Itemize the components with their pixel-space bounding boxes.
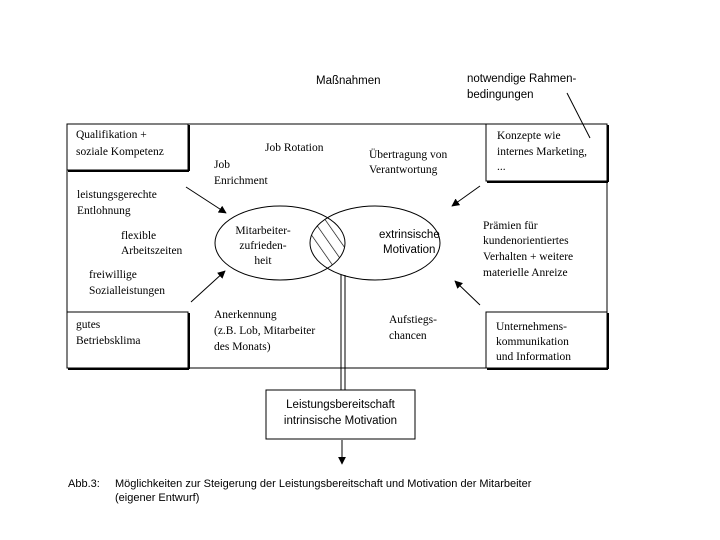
kommunikation-line3: und Information: [496, 351, 572, 363]
anerkennung-line3: des Monats): [214, 341, 271, 353]
qualifikation-line1: Qualifikation +: [76, 129, 147, 141]
zufriedenheit-line3: heit: [254, 255, 272, 267]
job-enrichment-line2: Enrichment: [214, 175, 268, 187]
arrow-bottom-right: [454, 280, 481, 306]
konzepte-line3: ...: [497, 161, 506, 173]
konzepte-line1: Konzepte wie: [497, 130, 561, 142]
label-rahmen-line1: notwendige Rahmen-: [467, 73, 577, 85]
caption-line2: (eigener Entwurf): [115, 492, 200, 504]
sozial-line1: freiwillige: [89, 269, 137, 281]
entlohnung-line1: leistungsgerechte: [77, 189, 157, 201]
job-rotation: Job Rotation: [265, 142, 324, 154]
extrinsisch-line1: extrinsische: [379, 229, 440, 241]
entlohnung-line2: Entlohnung: [77, 205, 131, 217]
zufriedenheit-line2: zufrieden-: [239, 240, 287, 252]
caption-label: Abb.3:: [68, 478, 100, 490]
praemien-line4: materielle Anreize: [483, 267, 568, 279]
sozial-line2: Sozialleistungen: [89, 285, 166, 297]
klima-line2: Betriebsklima: [76, 335, 141, 347]
praemien-line2: kundenorientiertes: [483, 235, 569, 247]
result-line2: intrinsische Motivation: [283, 415, 398, 427]
aufstieg-line1: Aufstiegs-: [389, 314, 437, 326]
box-result: [265, 389, 416, 440]
praemien-line1: Prämien für: [483, 220, 538, 232]
kommunikation-line1: Unternehmens-: [496, 321, 567, 333]
anerkennung-line1: Anerkennung: [214, 309, 277, 321]
zufriedenheit-line1: Mitarbeiter-: [235, 225, 291, 237]
verantwortung-line1: Übertragung von: [369, 149, 448, 161]
ellipse-zufriedenheit: [214, 205, 346, 281]
praemien-line3: Verhalten + weitere: [483, 251, 574, 263]
arrow-top-left: [185, 186, 227, 214]
label-rahmen-line2: bedingungen: [467, 89, 534, 101]
arbeitszeiten-line1: flexible: [121, 230, 157, 242]
caption-line1: Möglichkeiten zur Steigerung der Leistun…: [115, 478, 532, 490]
outer-frame: [66, 123, 608, 369]
extrinsisch-line2: Motivation: [383, 244, 436, 256]
kommunikation-line2: kommunikation: [496, 336, 569, 348]
result-line1: Leistungsbereitschaft: [286, 399, 395, 411]
konzepte-line2: internes Marketing,: [497, 146, 588, 158]
job-enrichment-line1: Job: [214, 159, 230, 171]
klima-line1: gutes: [76, 319, 101, 331]
pointer-rahmenbedingungen: [566, 92, 591, 139]
ellipse-extrinsisch: [309, 205, 441, 281]
arrow-bottom-left: [190, 270, 226, 303]
qualifikation-line2: soziale Kompetenz: [76, 146, 164, 158]
arrow-top-right: [451, 185, 481, 207]
anerkennung-line2: (z.B. Lob, Mitarbeiter: [214, 325, 316, 337]
label-massnahmen: Maßnahmen: [316, 75, 381, 87]
verantwortung-line2: Verantwortung: [369, 164, 438, 176]
arbeitszeiten-line2: Arbeitszeiten: [121, 245, 183, 257]
aufstieg-line2: chancen: [389, 330, 427, 342]
